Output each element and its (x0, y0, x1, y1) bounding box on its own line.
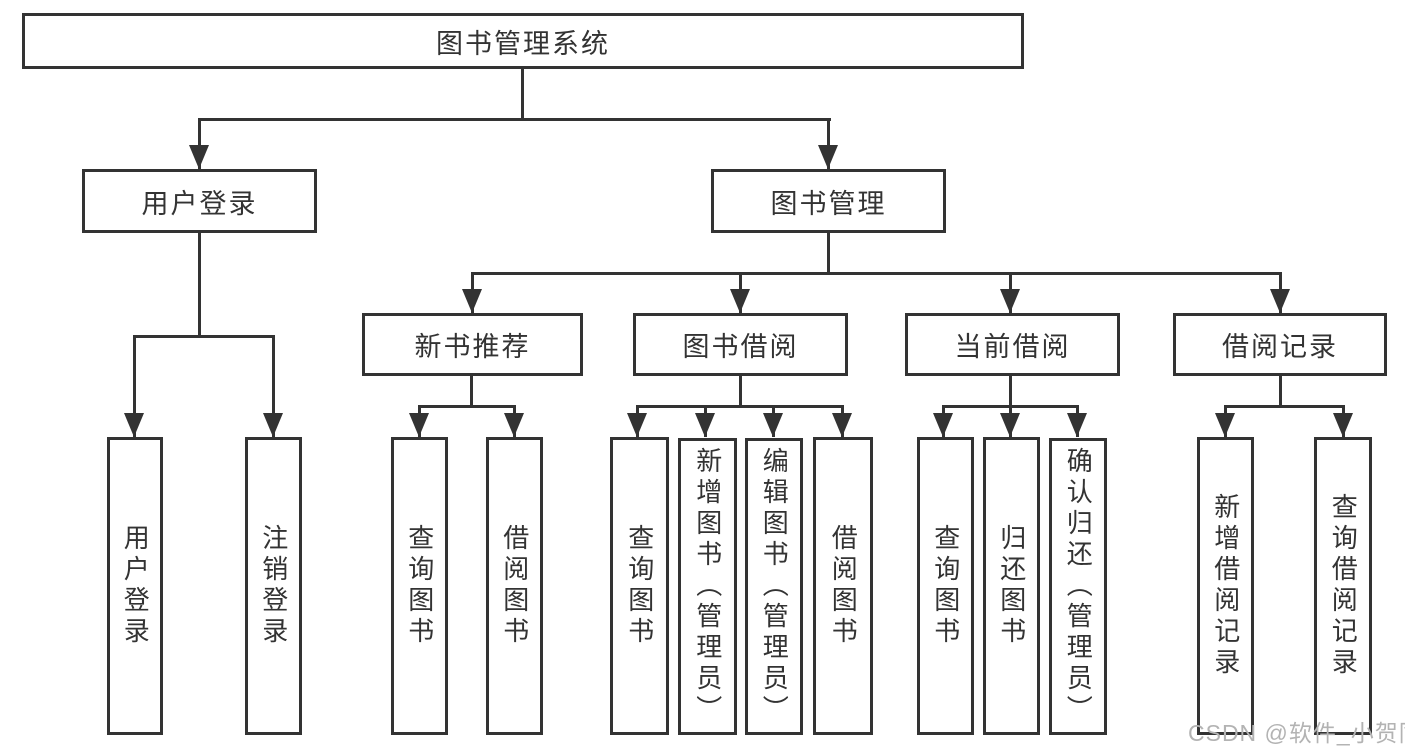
node-current-borrow: 当前借阅 (905, 313, 1120, 376)
node-leaf-add-book-admin: 新增图书（管理员） (678, 438, 737, 735)
node-leaf-borrow-books-2: 借阅图书 (813, 437, 873, 735)
node-leaf-user-login-label: 用户登录 (120, 524, 151, 648)
node-leaf-borrow-books-2-label: 借阅图书 (828, 524, 859, 648)
arrowhead-down-icon (409, 413, 429, 437)
node-leaf-logout: 注销登录 (245, 437, 302, 735)
node-leaf-query-books-3: 查询图书 (917, 437, 974, 735)
node-book-borrow-label: 图书借阅 (682, 332, 799, 362)
node-leaf-query-books-3-label: 查询图书 (930, 524, 961, 648)
arrowhead-down-icon (263, 413, 283, 437)
node-new-book: 新书推荐 (362, 313, 583, 376)
node-user-login: 用户登录 (82, 169, 317, 233)
node-leaf-confirm-return-admin: 确认归还（管理员） (1049, 438, 1107, 735)
arrowhead-down-icon (933, 413, 953, 437)
node-leaf-add-borrow-record-label: 新增借阅记录 (1210, 493, 1241, 679)
connector-user-login-stem (198, 233, 201, 338)
arrowhead-down-icon (462, 289, 482, 313)
arrowhead-down-icon (189, 145, 209, 169)
connector-new-book-stem (470, 376, 473, 408)
node-leaf-return-book: 归还图书 (983, 437, 1040, 735)
connector-current-borrow-stem (1009, 376, 1012, 408)
node-leaf-edit-book-admin-label: 编辑图书（管理员） (759, 447, 790, 726)
csdn-watermark: CSDN @软件_小贺同学 (1188, 720, 1405, 746)
node-book-borrow: 图书借阅 (633, 313, 848, 376)
arrowhead-down-icon (627, 413, 647, 437)
node-book-mgmt-label: 图书管理 (770, 188, 887, 219)
node-leaf-add-book-admin-label: 新增图书（管理员） (692, 447, 723, 726)
node-leaf-query-books-2-label: 查询图书 (624, 524, 655, 648)
node-leaf-add-borrow-record: 新增借阅记录 (1197, 437, 1254, 735)
connector-book-mgmt-rail (471, 272, 1281, 275)
node-borrow-record-label: 借阅记录 (1222, 332, 1338, 362)
arrowhead-down-icon (124, 413, 144, 437)
connector-root-stem (521, 69, 524, 121)
arrowhead-down-icon (504, 413, 524, 437)
arrowhead-down-icon (1000, 413, 1020, 437)
connector-book-borrow-rail (637, 405, 844, 408)
node-leaf-query-books-1: 查询图书 (391, 437, 448, 735)
connector-book-mgmt-stem (827, 233, 830, 275)
node-leaf-query-books-1-label: 查询图书 (404, 524, 435, 648)
connector-drop-user-login (198, 118, 201, 169)
arrowhead-down-icon (832, 413, 852, 437)
node-user-login-label: 用户登录 (141, 188, 258, 219)
node-leaf-user-login: 用户登录 (107, 437, 163, 735)
connector-new-book-rail (418, 405, 516, 408)
arrowhead-down-icon (1333, 413, 1353, 437)
node-leaf-return-book-label: 归还图书 (996, 524, 1027, 648)
node-leaf-confirm-return-admin-label: 确认归还（管理员） (1063, 447, 1094, 726)
node-leaf-logout-label: 注销登录 (258, 524, 289, 648)
arrowhead-down-icon (1000, 289, 1020, 313)
arrowhead-down-icon (818, 145, 838, 169)
connector-user-login-rail (133, 335, 275, 338)
node-leaf-borrow-books-1: 借阅图书 (486, 437, 543, 735)
arrowhead-down-icon (695, 413, 715, 437)
connector-drop-leaf (272, 335, 275, 437)
node-borrow-record: 借阅记录 (1173, 313, 1387, 376)
node-leaf-query-borrow-record-label: 查询借阅记录 (1328, 493, 1359, 679)
node-leaf-edit-book-admin: 编辑图书（管理员） (745, 438, 803, 735)
node-root-label: 图书管理系统 (436, 28, 610, 59)
connector-book-borrow-stem (739, 376, 742, 408)
node-root: 图书管理系统 (22, 13, 1024, 69)
arrowhead-down-icon (763, 413, 783, 437)
connector-drop-book-mgmt (827, 118, 830, 169)
connector-drop-leaf (133, 335, 136, 437)
node-book-mgmt: 图书管理 (711, 169, 946, 233)
node-leaf-query-books-2: 查询图书 (610, 437, 669, 735)
node-leaf-query-borrow-record: 查询借阅记录 (1314, 437, 1372, 735)
connector-borrow-record-stem (1279, 376, 1282, 408)
arrowhead-down-icon (1215, 413, 1235, 437)
node-current-borrow-label: 当前借阅 (954, 332, 1071, 362)
arrowhead-down-icon (1067, 413, 1087, 437)
node-new-book-label: 新书推荐 (414, 332, 531, 362)
arrowhead-down-icon (730, 289, 750, 313)
arrowhead-down-icon (1270, 289, 1290, 313)
connector-root-rail (198, 118, 831, 121)
node-leaf-borrow-books-1-label: 借阅图书 (499, 524, 530, 648)
connector-borrow-record-rail (1224, 405, 1344, 408)
